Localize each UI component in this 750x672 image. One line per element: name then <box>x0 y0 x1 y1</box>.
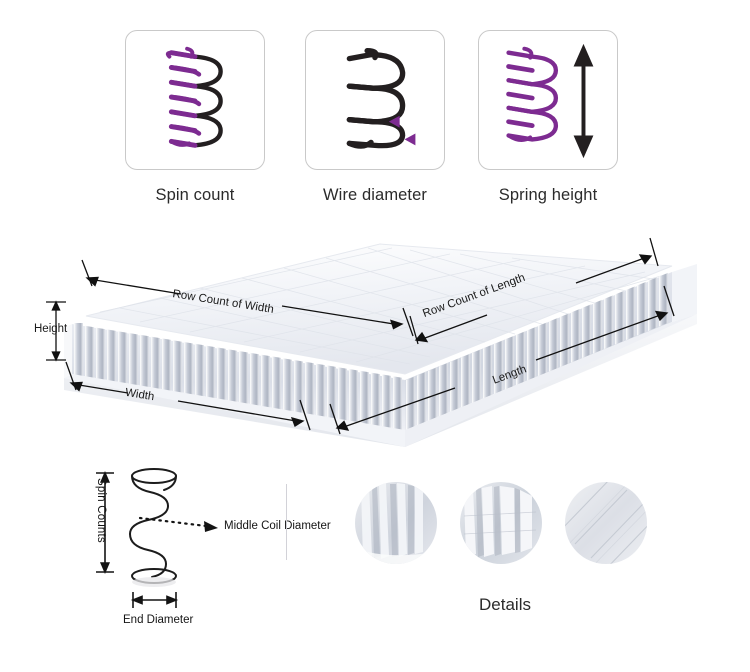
height-double-arrow <box>573 43 594 159</box>
feature-card-label-spin-count: Spin count <box>155 186 235 204</box>
coil-spring-shape <box>129 468 177 584</box>
mattress-base <box>64 314 697 447</box>
dimension-row-count-of-length <box>409 237 659 345</box>
feature-card-spin-count[interactable] <box>125 30 265 170</box>
mattress-top-face <box>85 243 673 375</box>
feature-card-wire-diameter[interactable] <box>305 30 445 170</box>
detail-photo-pocket-springs-row[interactable] <box>355 482 437 564</box>
coil-spring-wire-gauge-icon <box>306 31 444 169</box>
front-springs-group <box>74 324 402 431</box>
middle-coil-diameter-pointer <box>138 516 218 532</box>
dimension-width <box>65 361 311 431</box>
dimension-lines <box>46 237 675 435</box>
top-quilt-texture <box>99 247 669 365</box>
feature-card-label-spring-height: Spring height <box>498 186 598 204</box>
coil-label-middle-coil-diameter: Middle Coil Diameter <box>224 520 331 532</box>
coil-spring-purple-icon <box>126 31 264 169</box>
coil-measurement-diagram: Spin Counts Middle Coil Diameter End Dia… <box>78 458 331 638</box>
end-diameter-bracket <box>130 592 179 608</box>
dimension-height <box>46 300 66 362</box>
feature-card-spring-height[interactable] <box>478 30 618 170</box>
wire-gauge-arrow-marks <box>388 115 416 146</box>
spin-counts-bracket <box>96 470 114 575</box>
coil-shadow <box>132 577 176 587</box>
mattress-diagram: Height Row Count of Width Row Count of L… <box>0 228 750 468</box>
feature-card-row: Spin count Wire diameter Spring height <box>0 0 750 220</box>
dimension-label-height: Height <box>34 323 68 335</box>
dimension-length <box>329 285 675 435</box>
section-divider <box>286 484 287 560</box>
coil-spring-height-arrow-icon <box>479 31 617 169</box>
mattress-illustration <box>46 237 697 447</box>
coil-label-spin-counts: Spin Counts <box>95 478 107 543</box>
details-section: Details <box>340 470 750 630</box>
detail-photo-nonwoven-fabric[interactable] <box>565 482 647 564</box>
coil-label-end-diameter: End Diameter <box>123 614 194 626</box>
detail-photo-pocket-springs-edge[interactable] <box>460 482 542 564</box>
feature-card-label-wire-diameter: Wire diameter <box>323 186 427 204</box>
right-springs-group <box>406 272 668 430</box>
details-caption: Details <box>479 595 531 614</box>
dimension-row-count-of-width <box>81 259 414 337</box>
coil-spring-illustration <box>96 468 218 608</box>
